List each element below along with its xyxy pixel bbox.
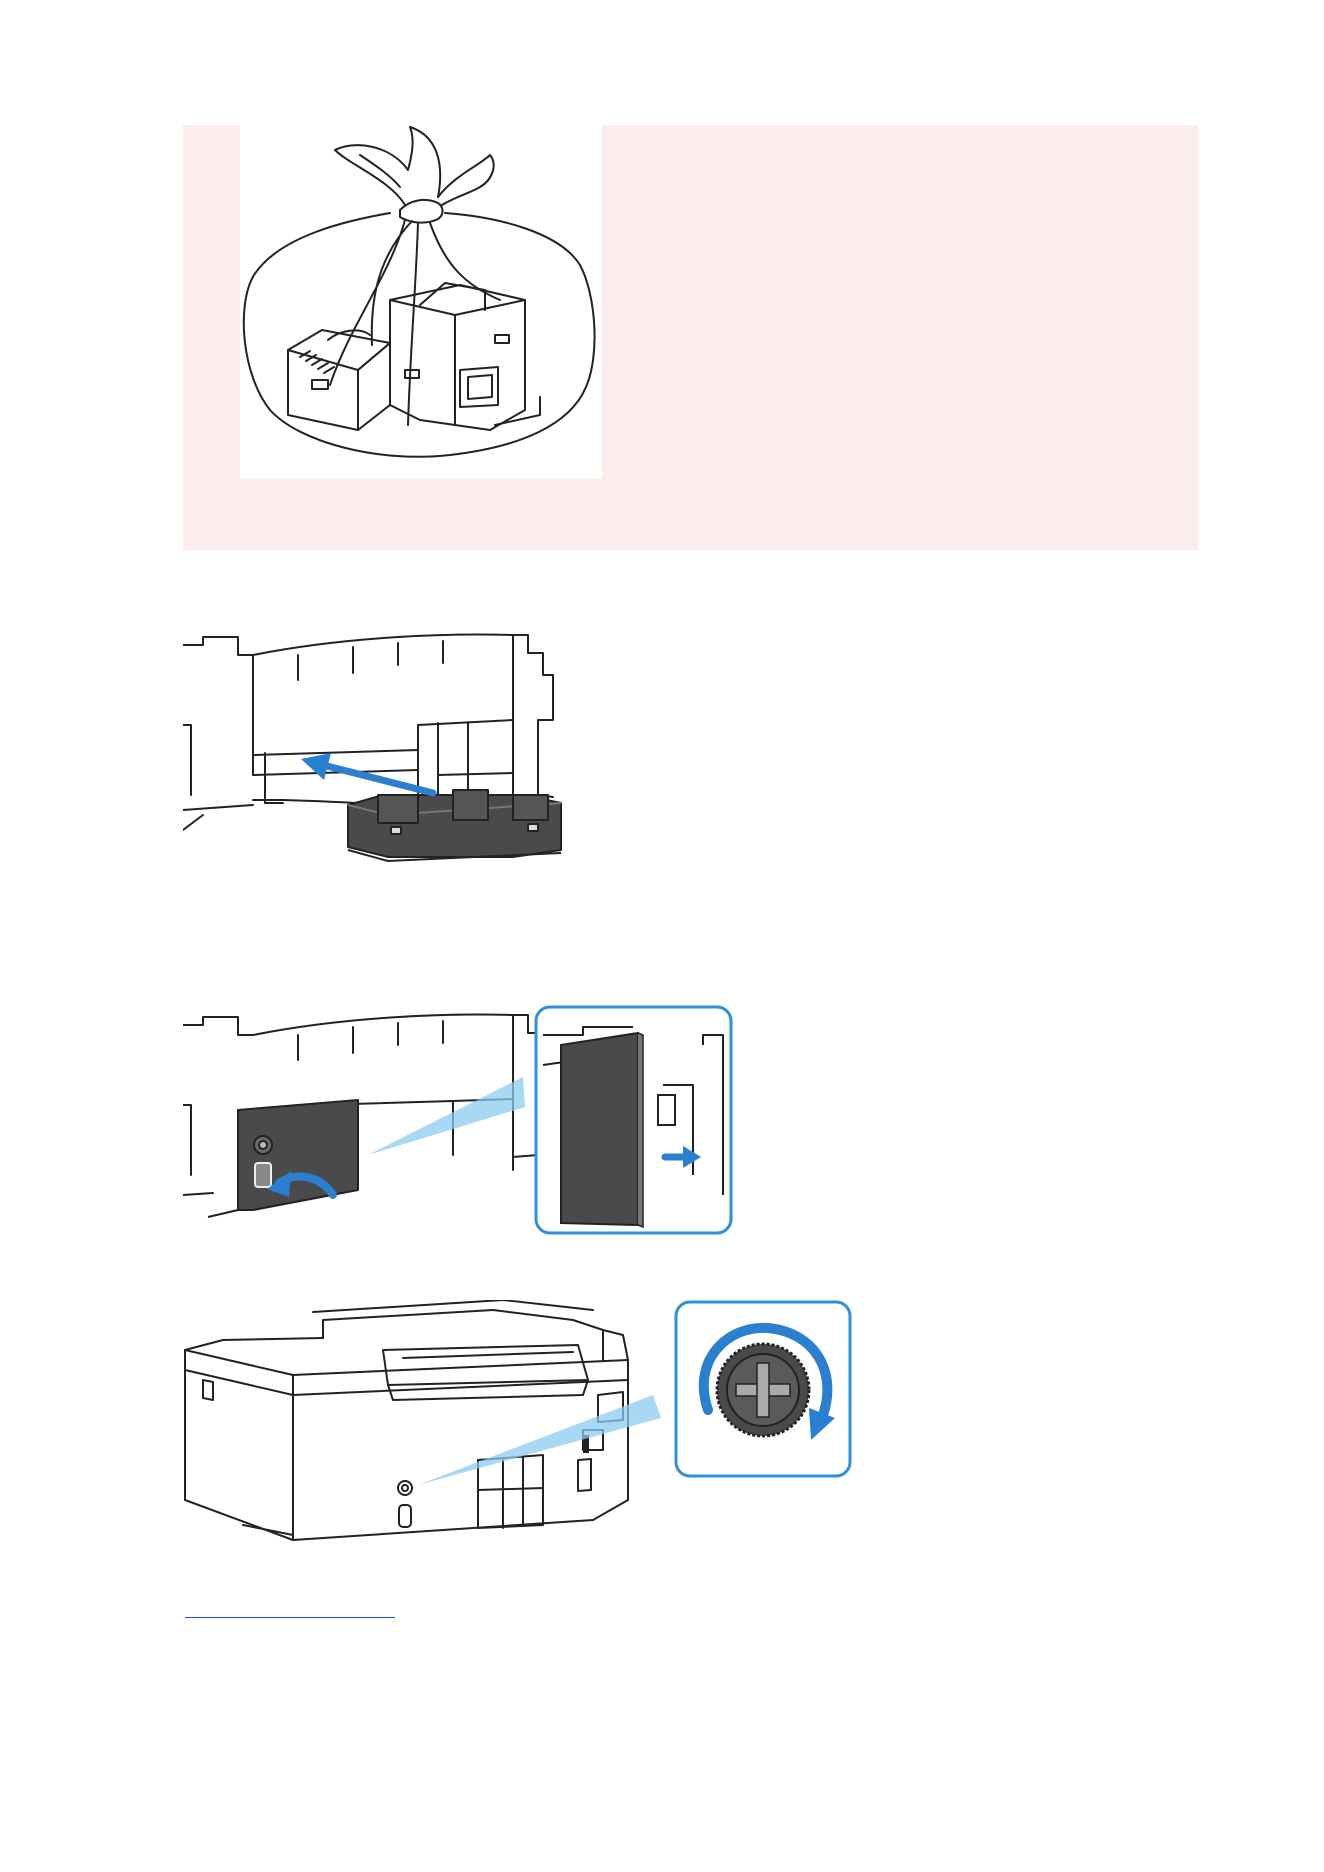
insert-cartridge-illustration [183,625,593,865]
bagged-cartridge-illustration [240,125,602,478]
attach-cover-illustration [183,1005,733,1235]
tighten-screw-illustration [183,1300,853,1550]
link-underline [185,1617,395,1618]
back-to-top-link[interactable] [185,1598,395,1620]
